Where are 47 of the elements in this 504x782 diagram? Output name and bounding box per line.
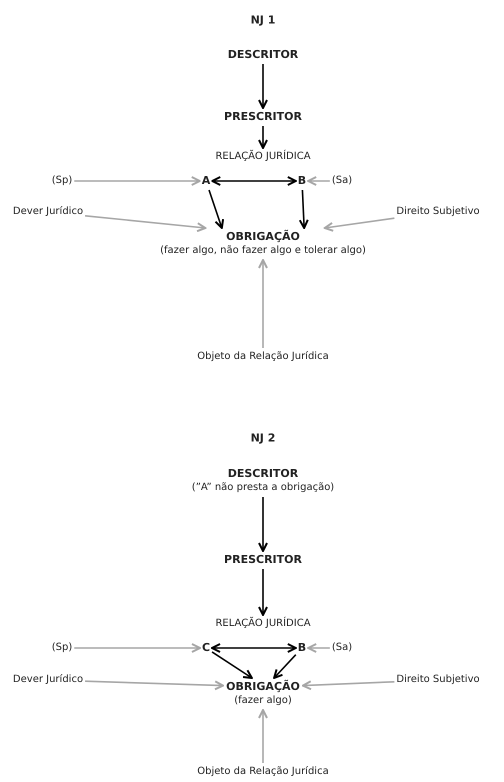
node-label: Objeto da Relação Jurídica [197,765,329,779]
arrow [258,569,268,616]
node-label: B [298,174,306,188]
node-label: C [202,641,210,655]
arrow [298,190,309,229]
arrow [307,643,330,653]
node-label: DESCRITOR [228,48,298,62]
node-label: PRESCRITOR [224,553,302,567]
arrow [258,709,268,763]
node-label: (Sp) [52,641,72,655]
node-label: OBRIGAÇÃO [225,230,301,244]
arrow [74,643,201,653]
node-label: (Sa) [332,174,352,188]
node-label: Dever Jurídico [12,205,84,219]
node-label: PRESCRITOR [224,110,302,124]
node-note: (fazer algo, não fazer algo e tolerar algo) [160,244,366,258]
arrow [324,217,394,232]
node-note: (fazer algo) [233,694,293,708]
arrow [74,176,201,186]
arrow [258,259,268,348]
node-label: Dever Jurídico [12,673,84,687]
node-note: (”A” não presta a obrigação) [192,481,334,495]
section-heading: NJ 1 [250,14,276,26]
arrow [211,643,297,653]
node-label: (Sp) [52,174,72,188]
arrow [273,654,296,679]
arrow [307,176,330,186]
node-label: A [202,174,210,188]
section-heading: NJ 2 [250,432,276,444]
node-label: RELAÇÃO JURÍDICA [215,617,311,631]
arrow [208,190,224,229]
node-label: OBRIGAÇÃO [226,680,300,694]
arrow [84,214,206,232]
node-label: Objeto da Relação Jurídica [197,350,329,364]
node-label: Direito Subjetivo [396,673,480,687]
arrow [302,680,394,690]
arrow [212,651,253,679]
arrow [211,176,297,186]
arrow [258,64,268,109]
arrow [258,126,268,149]
arrow [258,497,268,552]
node-label: Direito Subjetivo [396,205,480,219]
node-label: RELAÇÃO JURÍDICA [215,150,311,164]
node-label: B [298,641,306,655]
node-label: DESCRITOR [226,467,300,481]
arrow [85,680,224,690]
node-label: (Sa) [332,641,352,655]
